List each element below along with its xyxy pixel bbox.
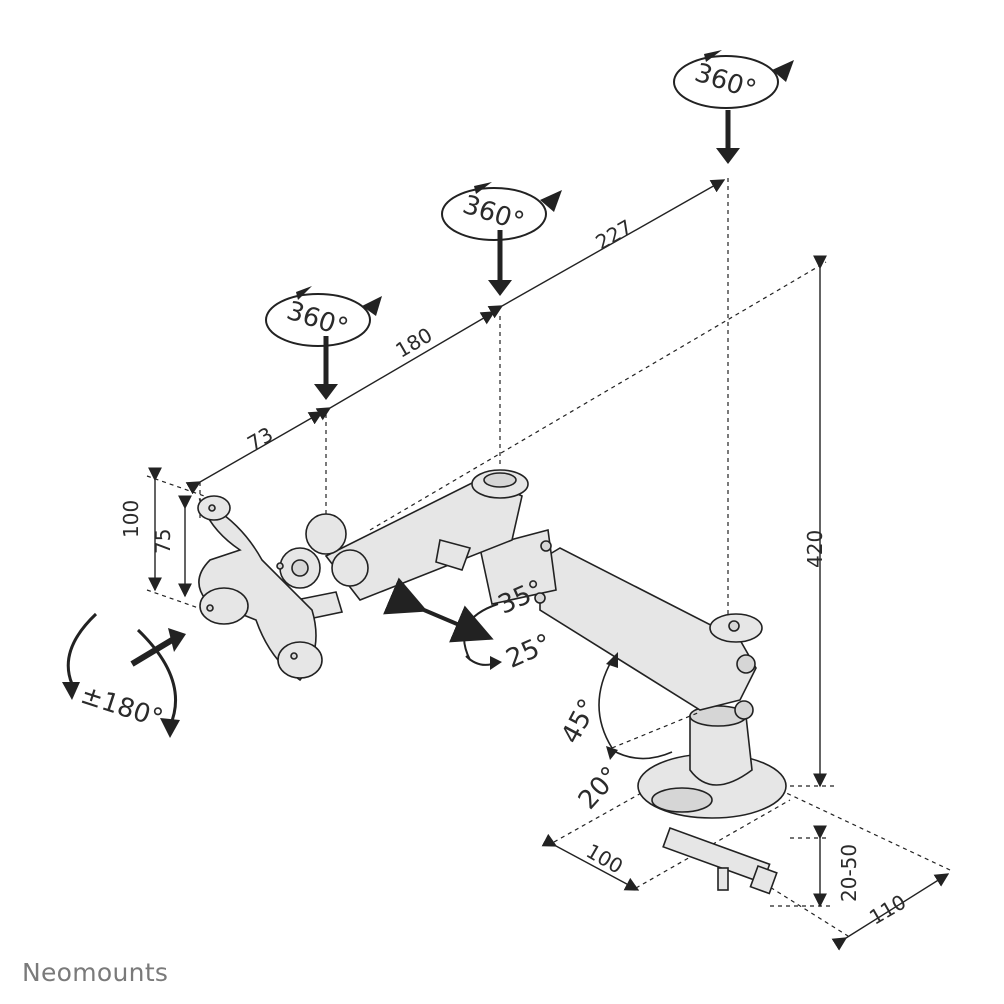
height-reference-line	[369, 261, 827, 531]
angle-swivel-1: 360°	[283, 296, 352, 344]
dim-73: 73	[243, 422, 277, 456]
angle-lift: 45°	[556, 694, 604, 749]
swivel-icon-2	[441, 182, 562, 296]
lift-range-icon	[598, 652, 701, 760]
swivel-icon-3	[673, 50, 794, 164]
dim-227: 227	[591, 215, 636, 255]
dim-clamp-range: 20-50	[837, 844, 861, 902]
height-dimension	[790, 255, 836, 788]
dim-vesa-75: 75	[151, 529, 175, 554]
angle-swivel-3: 360°	[691, 58, 760, 106]
top-dimension-chain	[185, 179, 726, 495]
brand-logo-text: Neomounts	[22, 958, 169, 987]
dim-base-110: 110	[865, 890, 910, 930]
dim-180: 180	[391, 323, 436, 363]
base-dimensions	[541, 777, 951, 951]
angle-labels: 360° 360° 360° ±180° 35° 25° 45° 20°	[77, 58, 760, 816]
rotate-icon	[62, 612, 186, 738]
swivel-icon-1	[265, 286, 382, 400]
tilt-icon	[383, 577, 502, 670]
dim-vesa-100: 100	[119, 500, 143, 538]
dim-420: 420	[803, 530, 827, 568]
monitor-arm	[197, 469, 787, 895]
angle-tilt-down: 25°	[502, 628, 556, 674]
angle-rotate: ±180°	[77, 680, 167, 735]
vesa-dimensions	[146, 467, 211, 613]
angle-swivel-2: 360°	[459, 190, 528, 238]
angle-lower: 20°	[573, 761, 626, 815]
